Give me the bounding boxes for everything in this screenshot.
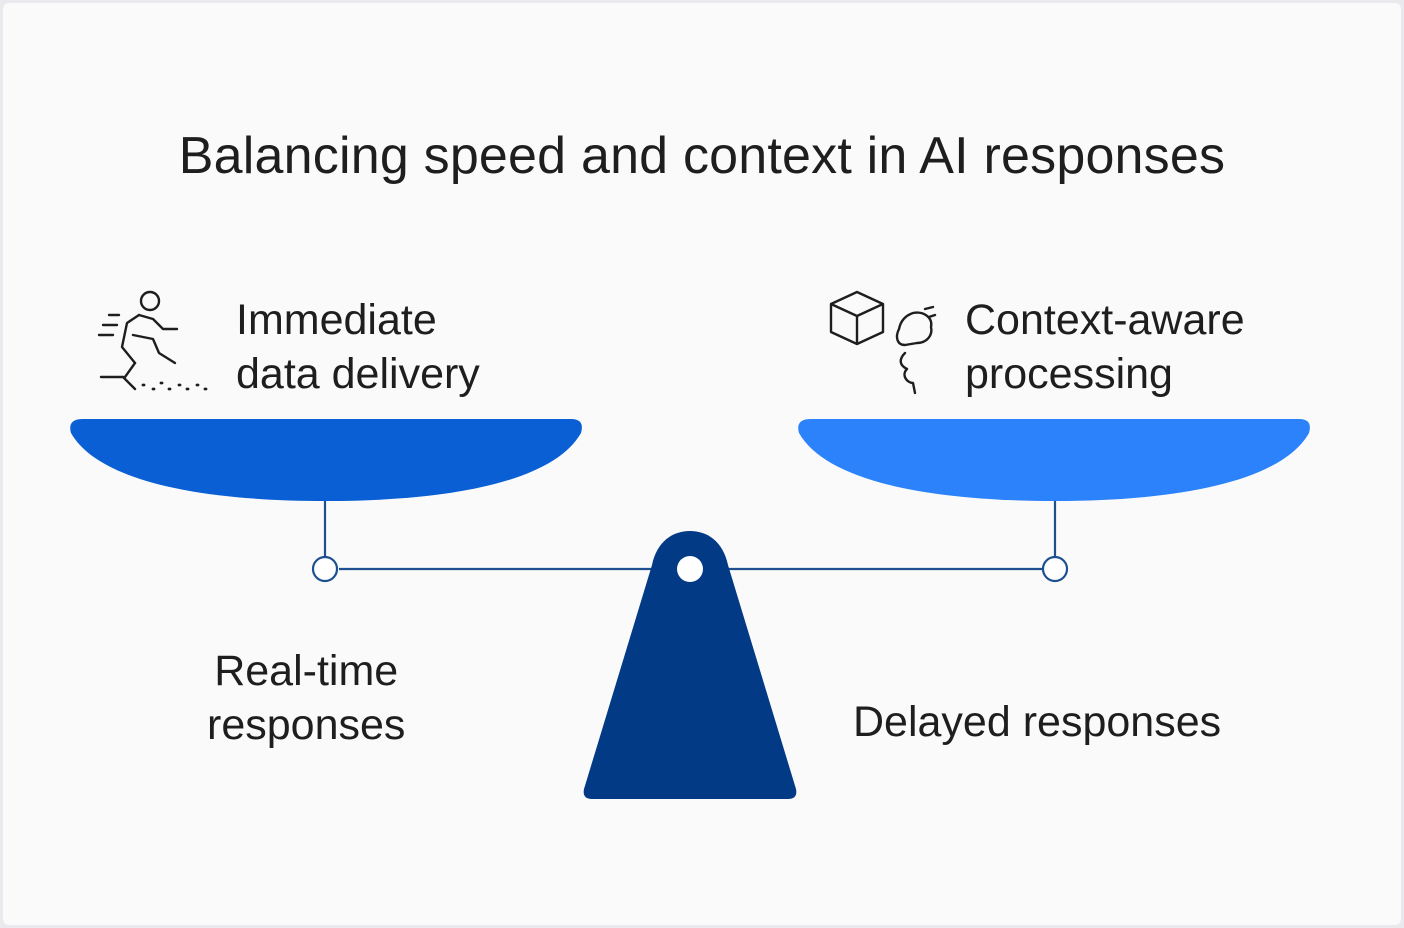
- label-line: processing: [965, 350, 1173, 398]
- label-line: Immediate: [236, 296, 437, 344]
- label-line: responses: [207, 701, 406, 749]
- right-pan: [798, 419, 1310, 501]
- label-line: Context-aware: [965, 296, 1245, 344]
- running-person-icon: [97, 290, 208, 391]
- infographic-card: Balancing speed and context in AI respon…: [3, 3, 1401, 925]
- page-title: Balancing speed and context in AI respon…: [178, 127, 1226, 185]
- label-line: Real-time: [214, 647, 399, 695]
- left-pivot: [311, 555, 339, 583]
- real-time-responses-label: Real-time responses: [207, 644, 405, 752]
- fulcrum: [583, 531, 797, 799]
- immediate-data-delivery-label: Immediate data delivery: [236, 293, 480, 401]
- cube-icon: [829, 290, 885, 346]
- context-aware-processing-label: Context-aware processing: [965, 293, 1245, 401]
- label-line: data delivery: [236, 350, 480, 398]
- label-line: Delayed responses: [853, 698, 1222, 746]
- right-pivot: [1041, 555, 1069, 583]
- left-pan: [70, 419, 582, 501]
- delayed-responses-label: Delayed responses: [853, 695, 1221, 749]
- balance-scale: [70, 419, 1310, 799]
- brain-head-icon: [895, 305, 937, 395]
- fulcrum-hole: [677, 556, 703, 582]
